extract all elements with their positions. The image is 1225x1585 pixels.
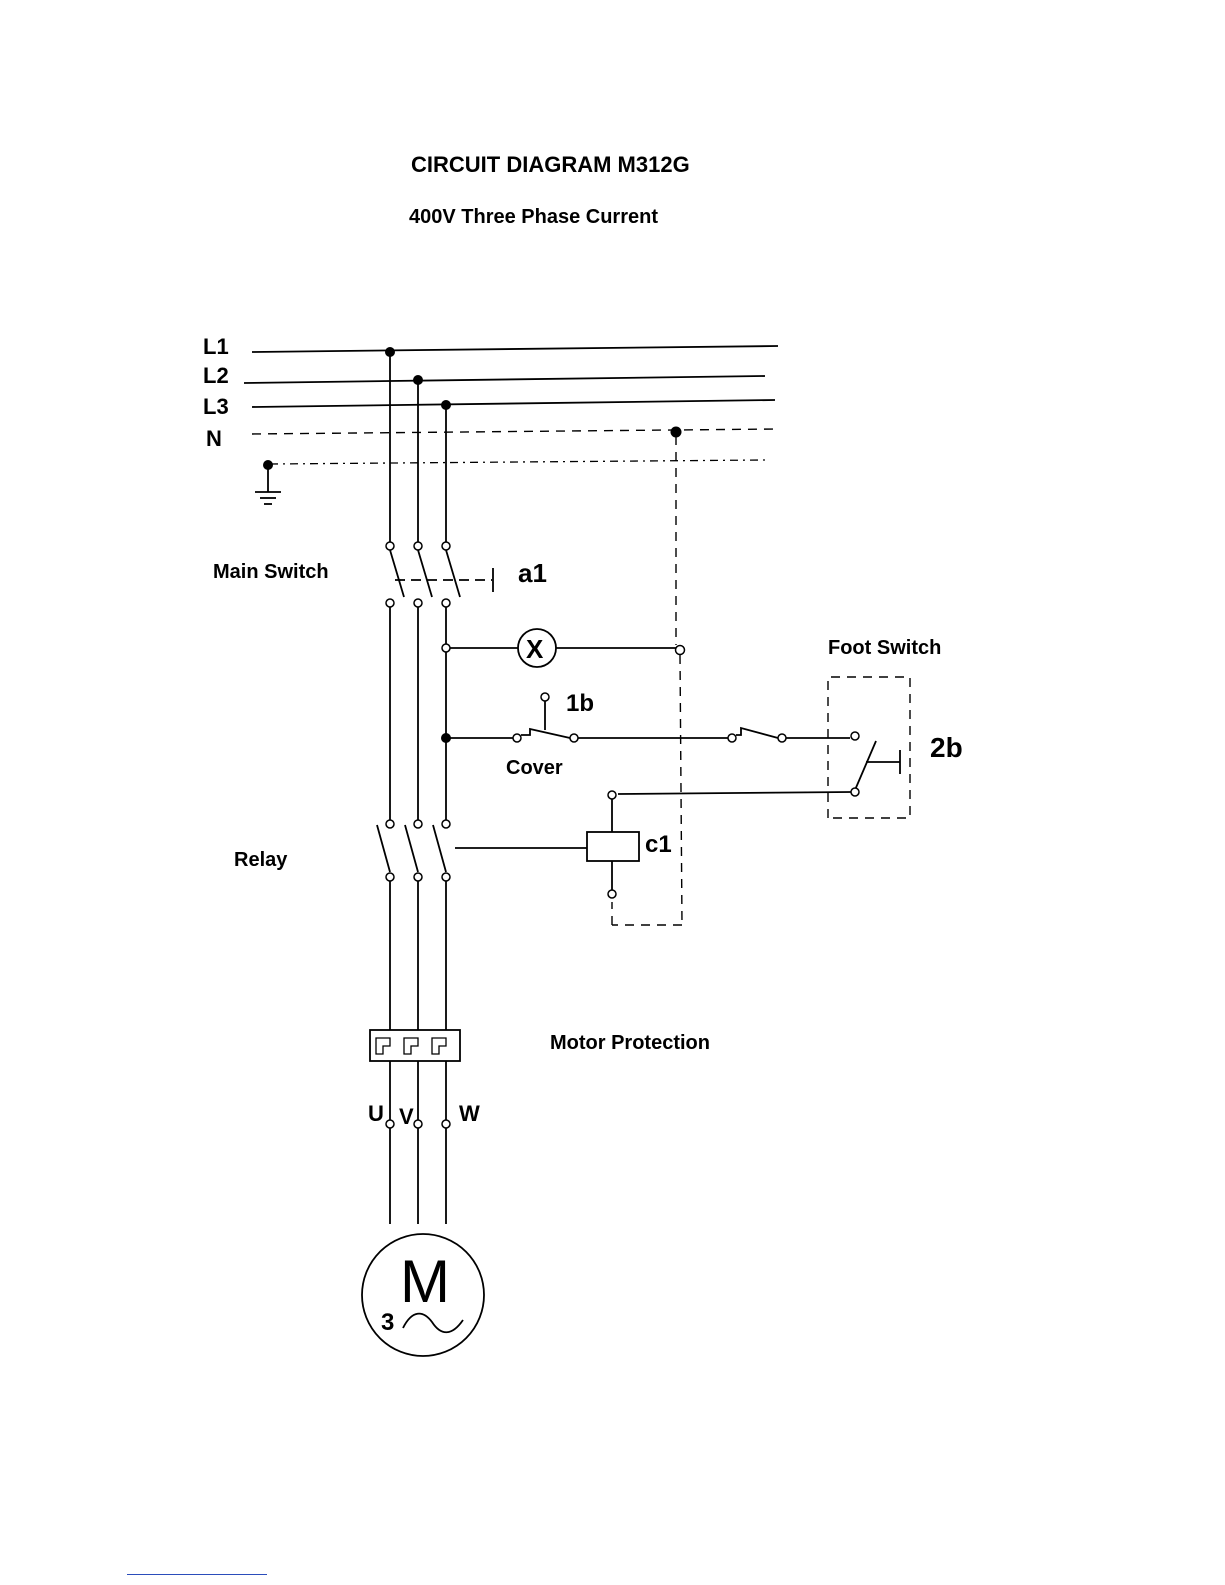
cover-switch-code: 1b — [566, 690, 594, 717]
relay-contacts — [377, 820, 450, 881]
relay-label: Relay — [234, 849, 288, 871]
terminal-u-label: U — [368, 1101, 384, 1126]
indicator-lamp-branch — [442, 629, 685, 667]
motor-protection — [370, 1030, 460, 1061]
phase-conductors-terminals — [386, 1061, 450, 1224]
relay-coil — [455, 832, 639, 898]
foot-switch-box — [828, 677, 910, 818]
motor-letter: M — [400, 1248, 450, 1315]
foot-switch-code: 2b — [930, 732, 963, 763]
cover-label: Cover — [506, 757, 563, 779]
supply-lines — [244, 346, 778, 464]
terminal-w-label: W — [459, 1101, 480, 1126]
motor-phase-count: 3 — [381, 1309, 394, 1336]
label-l3: L3 — [203, 394, 229, 419]
diagram-title: CIRCUIT DIAGRAM M312G — [411, 152, 690, 177]
motor-protection-label: Motor Protection — [550, 1032, 710, 1054]
diagram-subtitle: 400V Three Phase Current — [409, 206, 658, 228]
junction-dots — [385, 347, 682, 438]
relay-code: c1 — [645, 831, 672, 858]
main-switch-label: Main Switch — [213, 561, 329, 583]
label-l1: L1 — [203, 334, 229, 359]
footer-rule — [127, 1574, 267, 1575]
foot-switch-label: Foot Switch — [828, 637, 941, 659]
main-switch-code: a1 — [518, 558, 547, 588]
indicator-lamp-icon: X — [526, 634, 544, 664]
phase-conductors-lower — [390, 881, 446, 1030]
earth-ground-icon — [255, 460, 281, 504]
label-n: N — [206, 426, 222, 451]
coil-feed — [608, 791, 851, 832]
terminal-v-label: V — [399, 1104, 414, 1129]
label-l2: L2 — [203, 363, 229, 388]
main-switch — [386, 542, 493, 607]
foot-switch-contact — [728, 728, 850, 742]
phase-conductors-middle — [390, 607, 446, 820]
